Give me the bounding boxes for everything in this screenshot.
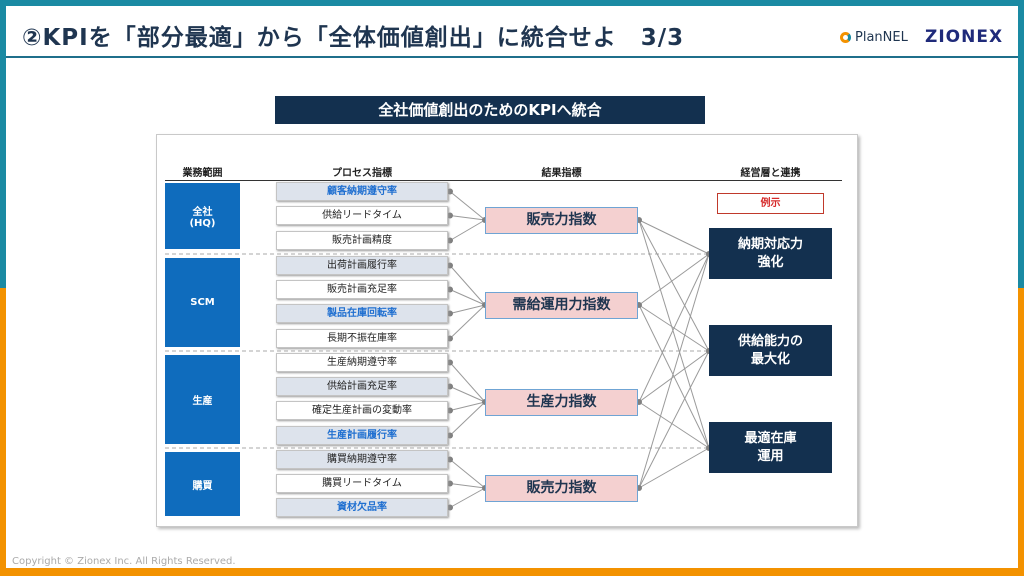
column-header-management: 経営層と連携 xyxy=(740,168,801,179)
result-to-goal-line xyxy=(638,350,710,489)
connector-dot xyxy=(447,262,453,269)
frame-top xyxy=(0,0,1024,6)
process-to-result-line xyxy=(449,191,486,221)
process-to-result-line xyxy=(449,386,486,403)
connector-dot xyxy=(447,335,453,342)
connector-dot xyxy=(447,456,453,463)
frame-right-teal xyxy=(1018,0,1024,288)
process-kpi-box: 生産納期遵守率 xyxy=(276,353,448,372)
category-box: 全社 (HQ) xyxy=(165,183,240,249)
result-to-goal-line xyxy=(638,253,710,403)
process-to-result-line xyxy=(449,362,486,403)
plannel-logo: PlanNEL xyxy=(840,30,908,45)
result-to-goal-line xyxy=(638,253,710,489)
category-box: SCM xyxy=(165,258,240,347)
management-goal-box: 納期対応力 強化 xyxy=(709,228,832,279)
process-kpi-box: 供給計画充足率 xyxy=(276,377,448,396)
process-to-result-line xyxy=(449,401,486,411)
process-to-result-line xyxy=(449,459,486,489)
column-header-process: プロセス指標 xyxy=(332,168,392,179)
frame-left-orange xyxy=(0,288,6,576)
connector-dot xyxy=(447,188,453,195)
diagram-banner: 全社価値創出のためのKPIへ統合 xyxy=(275,96,705,124)
frame-right-orange xyxy=(1018,288,1024,576)
process-kpi-box: 生産計画履行率 xyxy=(276,426,448,445)
process-kpi-box: 顧客納期遵守率 xyxy=(276,182,448,201)
zionex-logo: ZIONEX xyxy=(925,27,1004,47)
process-to-result-line xyxy=(449,265,486,306)
process-to-result-line xyxy=(449,487,486,508)
category-box: 購買 xyxy=(165,452,240,516)
plannel-logo-text: PlanNEL xyxy=(855,30,908,45)
process-to-result-line xyxy=(449,289,486,306)
connector-dot xyxy=(447,212,453,219)
process-kpi-box: 確定生産計画の変動率 xyxy=(276,401,448,420)
process-kpi-box: 販売計画精度 xyxy=(276,231,448,250)
result-to-goal-line xyxy=(638,401,710,449)
process-to-result-line xyxy=(449,483,486,489)
result-to-goal-line xyxy=(638,219,710,255)
category-box: 生産 xyxy=(165,355,240,444)
result-to-goal-line xyxy=(638,219,710,352)
management-goal-box: 供給能力の 最大化 xyxy=(709,325,832,376)
result-kpi-box: 販売力指数 xyxy=(485,475,638,502)
example-label: 例示 xyxy=(717,193,824,214)
connector-dot xyxy=(447,310,453,317)
header-rule xyxy=(165,180,842,181)
connector-dot xyxy=(447,383,453,390)
process-to-result-line xyxy=(449,304,486,314)
process-kpi-box: 資材欠品率 xyxy=(276,498,448,517)
process-to-result-line xyxy=(449,304,486,339)
result-to-goal-line xyxy=(638,253,710,306)
page-title: ②KPIを「部分最適」から「全体価値創出」に統合せよ 3/3 xyxy=(22,25,685,51)
connector-dot xyxy=(447,407,453,414)
process-kpi-box: 長期不振在庫率 xyxy=(276,329,448,348)
process-kpi-box: 供給リードタイム xyxy=(276,206,448,225)
connector-dot xyxy=(447,237,453,244)
process-to-result-line xyxy=(449,219,486,241)
process-kpi-box: 製品在庫回転率 xyxy=(276,304,448,323)
result-to-goal-line xyxy=(638,219,710,449)
process-kpi-box: 販売計画充足率 xyxy=(276,280,448,299)
connector-dot xyxy=(447,286,453,293)
process-kpi-box: 購買納期遵守率 xyxy=(276,450,448,469)
column-header-scope: 業務範囲 xyxy=(182,168,223,179)
result-to-goal-line xyxy=(638,447,710,489)
title-divider xyxy=(6,56,1018,58)
process-kpi-box: 購買リードタイム xyxy=(276,474,448,493)
frame-left-teal xyxy=(0,0,6,288)
process-kpi-box: 出荷計画履行率 xyxy=(276,256,448,275)
result-kpi-box: 販売力指数 xyxy=(485,207,638,234)
plannel-logo-icon xyxy=(840,32,851,43)
frame-bottom xyxy=(0,568,1024,576)
result-kpi-box: 生産力指数 xyxy=(485,389,638,416)
connector-dot xyxy=(447,432,453,439)
connector-dot xyxy=(447,504,453,511)
process-to-result-line xyxy=(449,401,486,436)
copyright: Copyright © Zionex Inc. All Rights Reser… xyxy=(12,556,236,567)
management-goal-box: 最適在庫 運用 xyxy=(709,422,832,473)
connector-dot xyxy=(447,480,453,487)
result-to-goal-line xyxy=(638,350,710,403)
column-header-result: 結果指標 xyxy=(541,168,582,179)
process-to-result-line xyxy=(449,215,486,221)
result-kpi-box: 需給運用力指数 xyxy=(485,292,638,319)
connector-dot xyxy=(447,359,453,366)
